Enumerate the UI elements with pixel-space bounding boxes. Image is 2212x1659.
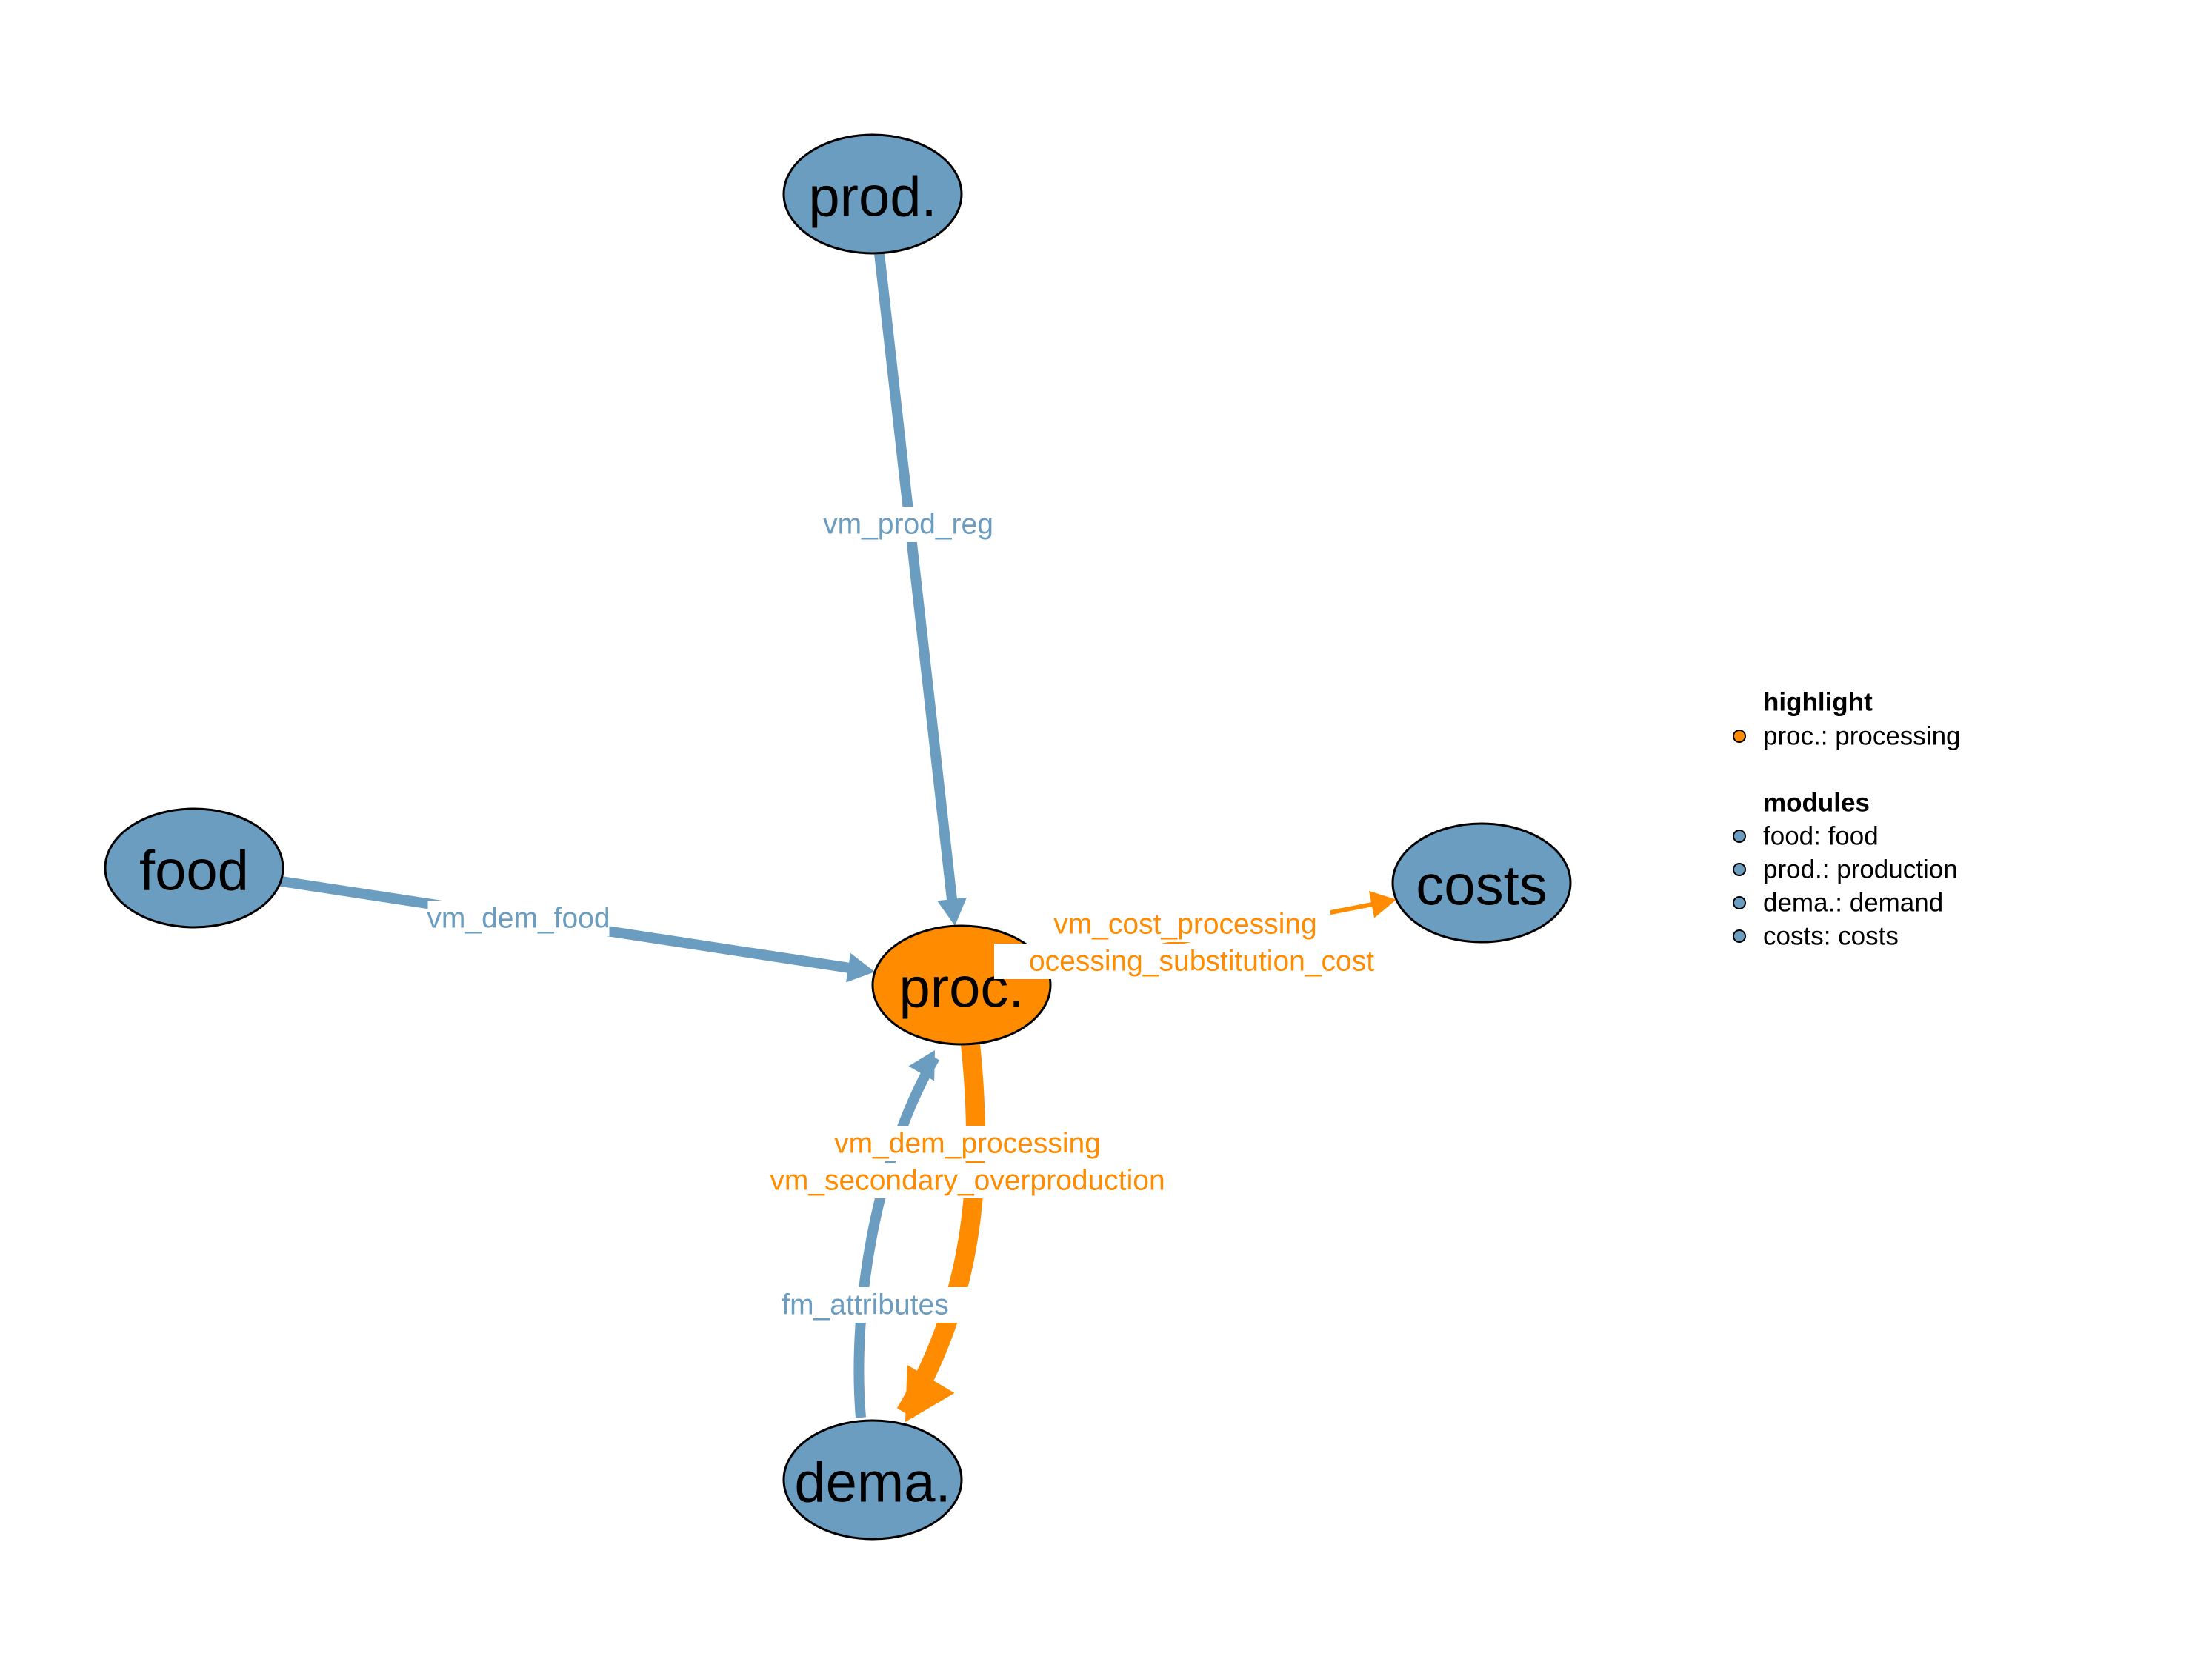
edge-prod-to-proc: [874, 252, 967, 927]
edge-label-background: [1040, 907, 1330, 942]
node-label: dema.: [794, 1452, 950, 1515]
legend: highlight proc.: processing modules food…: [1733, 688, 1961, 951]
node-label: prod.: [808, 166, 936, 229]
legend-module-dot: [1733, 830, 1746, 843]
edge-label: vm_cost_processing: [1053, 909, 1317, 941]
edge-arrowhead: [908, 1050, 935, 1081]
legend-module-label: costs: costs: [1763, 922, 1899, 951]
edge-label-background: [817, 507, 999, 542]
legend-module-dot: [1733, 929, 1746, 943]
node-costs[interactable]: costs: [1391, 822, 1572, 944]
node-ellipse: [782, 1419, 963, 1540]
legend-highlight-dot: [1733, 730, 1746, 743]
legend-module-label: food: food: [1763, 822, 1879, 851]
legend-module-dot: [1733, 896, 1746, 909]
edge-arrowhead: [937, 897, 967, 927]
node-label: costs: [1416, 855, 1547, 918]
legend-highlight-label: proc.: processing: [1763, 722, 1961, 751]
edge-proc-to-dema: [896, 1043, 986, 1422]
edge-label-background: [830, 1126, 1105, 1161]
edge-label: vm_dem_food: [427, 903, 610, 935]
edge-label-background: [759, 1287, 972, 1323]
legend-module-label: dema.: demand: [1763, 889, 1943, 918]
edge-label: fm_attributes: [782, 1289, 948, 1321]
legend-module-item: dema.: demand: [1733, 889, 1943, 918]
edge-label-background: [427, 901, 610, 936]
edge-dema-to-proc: [853, 1050, 940, 1418]
edge-line: [896, 1043, 986, 1418]
edge-arrowhead: [846, 952, 876, 983]
edge-line: [853, 1055, 940, 1418]
node-dema[interactable]: dema.: [782, 1419, 963, 1540]
node-ellipse: [782, 133, 963, 255]
edge-line: [874, 252, 958, 906]
legend-module-item: prod.: production: [1733, 855, 1958, 884]
edge-labels-layer: vm_prod_reg vm_dem_food vm_cost_processing…: [427, 507, 1409, 1323]
edges-layer: [279, 252, 1396, 1422]
legend-module-label: prod.: production: [1763, 855, 1958, 884]
edge-label: ocessing_substitution_cost: [1029, 946, 1374, 978]
edge-label: vm_dem_processing: [834, 1128, 1101, 1160]
node-label: food: [139, 840, 249, 903]
legend-highlight-title: highlight: [1763, 688, 1873, 717]
node-prod[interactable]: prod.: [782, 133, 963, 255]
legend-module-dot: [1733, 863, 1746, 876]
edge-arrowhead: [1368, 890, 1396, 918]
edge-arrowhead: [905, 1364, 955, 1422]
node-ellipse: [104, 807, 284, 929]
legend-module-item: food: food: [1733, 822, 1879, 851]
legend-highlight-item: proc.: processing: [1733, 722, 1961, 751]
edge-label: vm_secondary_overproduction: [770, 1165, 1165, 1197]
legend-module-item: costs: costs: [1733, 922, 1899, 951]
node-ellipse: [1391, 822, 1572, 944]
edge-label-background: [994, 944, 1409, 979]
legend-modules-title: modules: [1763, 789, 1870, 818]
edge-label: vm_prod_reg: [823, 509, 993, 541]
edge-label-background: [752, 1163, 1183, 1198]
node-food[interactable]: food: [104, 807, 284, 929]
